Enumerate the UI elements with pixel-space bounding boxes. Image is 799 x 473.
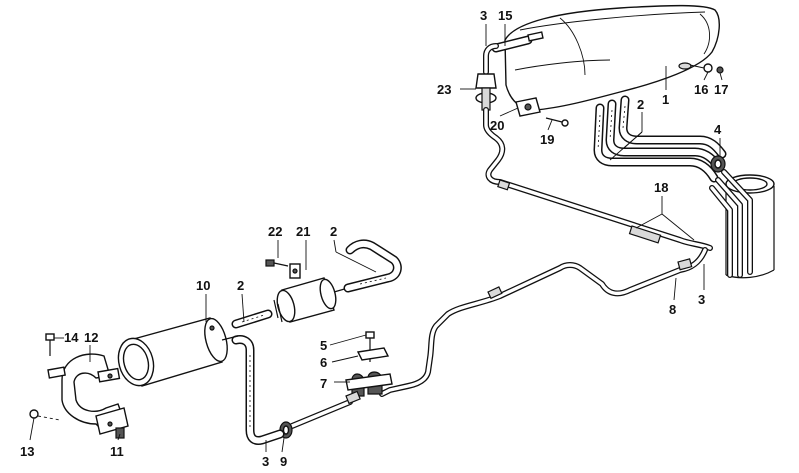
filter-holder [47, 353, 129, 435]
vent-valve-assembly [475, 31, 569, 127]
callout-6: 6 [320, 355, 327, 370]
callout-10: 10 [196, 278, 210, 293]
tank-outlet-hoses [593, 95, 727, 183]
grommet [710, 155, 726, 173]
pump-inlet-hose [231, 309, 273, 329]
callout-3-right: 3 [698, 292, 705, 307]
callout-labels: 3 15 23 20 19 2 1 16 17 4 18 3 8 22 21 2… [20, 8, 728, 469]
filler-neck [709, 169, 775, 279]
leader-lines [29, 24, 723, 453]
fuel-pump [273, 263, 349, 323]
callout-18: 18 [654, 180, 668, 195]
callout-12: 12 [84, 330, 98, 345]
callout-9: 9 [280, 454, 287, 469]
callout-2-tank: 2 [637, 97, 644, 112]
fuel-filter [117, 317, 239, 387]
callout-19: 19 [540, 132, 554, 147]
callout-20: 20 [490, 118, 504, 133]
fuel-feed-line [379, 107, 713, 397]
callout-13: 13 [20, 444, 34, 459]
callout-22: 22 [268, 224, 282, 239]
callout-4: 4 [714, 122, 722, 137]
lower-fuel-line [231, 335, 361, 445]
callout-23: 23 [437, 82, 451, 97]
callout-11: 11 [110, 444, 124, 459]
callout-14: 14 [64, 330, 79, 345]
callout-17: 17 [714, 82, 728, 97]
callout-2-filter: 2 [237, 278, 244, 293]
line-clamp-assembly [345, 331, 393, 397]
callout-1: 1 [662, 92, 669, 107]
callout-16: 16 [694, 82, 708, 97]
fuel-tank [504, 4, 720, 111]
callout-5: 5 [320, 338, 327, 353]
callout-3-top: 3 [480, 8, 487, 23]
callout-3-bottom: 3 [262, 454, 269, 469]
callout-2-hose: 2 [330, 224, 337, 239]
callout-21: 21 [296, 224, 310, 239]
callout-8: 8 [669, 302, 676, 317]
pump-outlet-hose [343, 239, 402, 293]
pump-screw [265, 259, 289, 267]
callout-7: 7 [320, 376, 327, 391]
callout-15: 15 [498, 8, 512, 23]
